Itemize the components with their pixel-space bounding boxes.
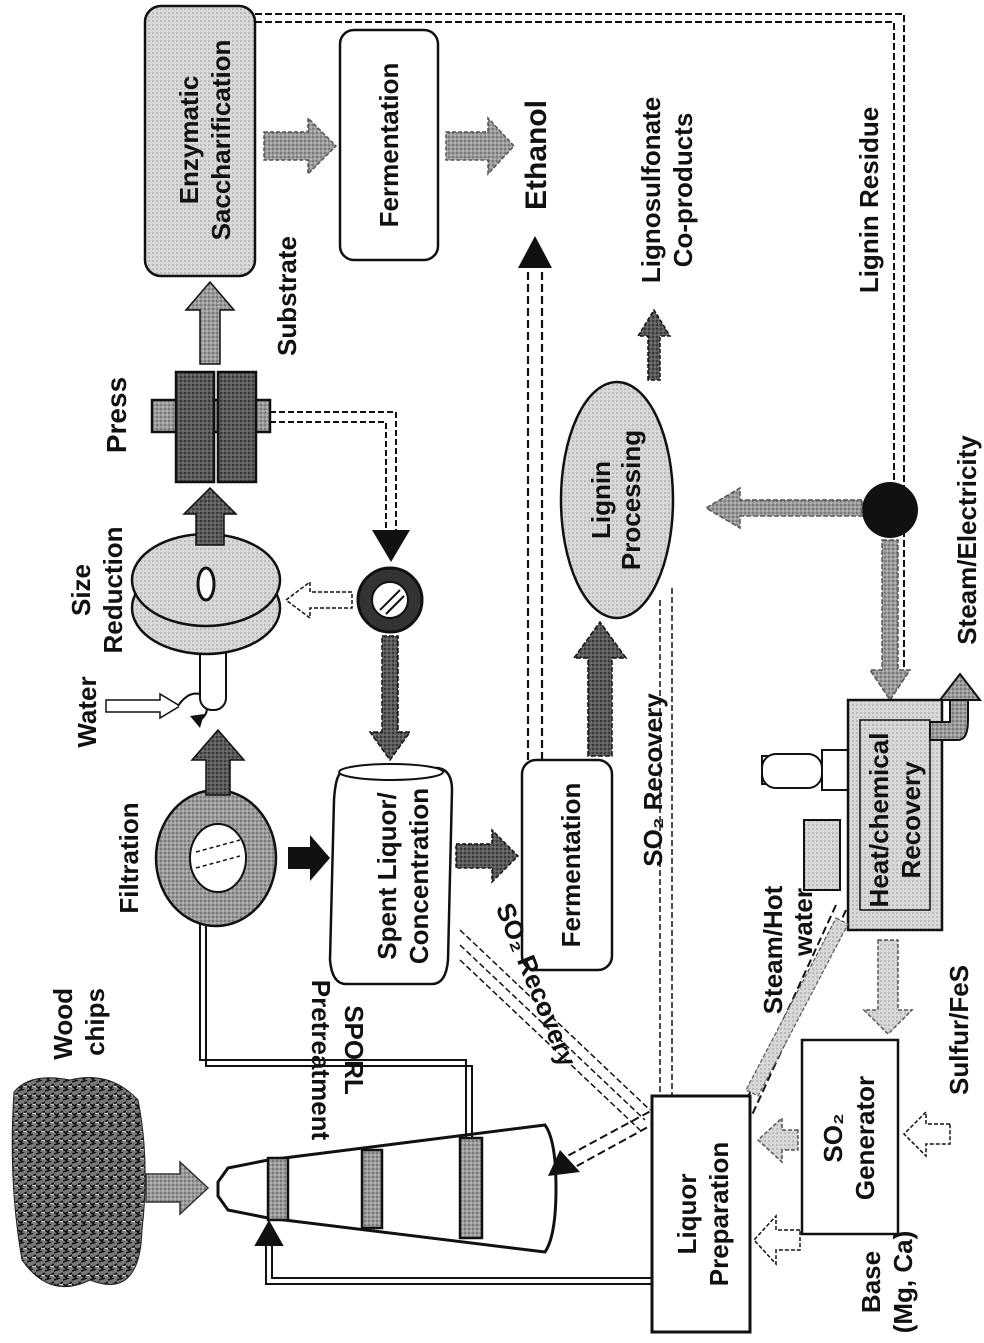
label-liquor: Liquor [672, 1174, 702, 1255]
label-lignin: Lignin [586, 461, 616, 539]
label-lignin-residue: Lignin Residue [854, 107, 884, 293]
so2-recovery-dashed-to-reactor [548, 1106, 668, 1176]
label-steam-hot: Steam/Hot [758, 885, 788, 1014]
label-so2: SO₂ [818, 1113, 848, 1162]
label-saccharification: Saccharification [206, 40, 236, 241]
label-enzymatic: Enzymatic [174, 76, 204, 205]
label-wood: Wood [48, 988, 78, 1060]
heat-to-sulfur-arrow [864, 940, 912, 1034]
lignin-to-coproducts-arrow [638, 310, 670, 380]
label-mg-ca: (Mg, Ca) [888, 1231, 918, 1334]
wood-chips-arrow [146, 1162, 208, 1214]
label-water: Water [72, 676, 102, 747]
label-processing: Processing [616, 430, 646, 570]
press-to-enzymatic-arrow [186, 282, 234, 364]
label-chips: chips [80, 988, 110, 1056]
label-size: Size [66, 564, 96, 616]
valve-to-refiner-arrow [286, 582, 352, 618]
label-fermentation-top: Fermentation [374, 63, 404, 228]
label-sulfur-fes: Sulfur/FeS [944, 965, 974, 1095]
ethanol-return-line [518, 236, 552, 760]
label-spent-liquor: Spent Liquor/ [372, 792, 402, 960]
label-fermentation-mid: Fermentation [556, 783, 586, 948]
label-pretreatment: Pretreatment [306, 980, 336, 1141]
label-substrate: Substrate [272, 236, 302, 356]
label-steam-electricity: Steam/Electricity [952, 435, 982, 645]
fermentation-to-lignin-arrow [574, 622, 626, 756]
spent-liquor-to-fermentation-arrow [456, 830, 518, 882]
label-so2-recovery-right: SO₂ Recovery [638, 693, 668, 867]
junction-to-lignin-arrow [706, 488, 862, 528]
generator-to-liquor-arrow [758, 1118, 798, 1162]
label-heat-chemical: Heat/chemical [864, 733, 894, 908]
label-sporl: SPORL [339, 1005, 369, 1095]
label-lignosulfonate: Lignosulfonate [636, 97, 666, 283]
lignin-junction-dot [862, 482, 918, 538]
label-ethanol: Ethanol [520, 100, 553, 210]
label-concentration: Concentration [404, 788, 434, 964]
press-unit [152, 372, 270, 482]
filtration-to-size-arrow [192, 730, 244, 795]
label-water2: water [788, 888, 818, 957]
recycle-screw-valve [358, 568, 422, 632]
base-input-arrow [754, 1216, 800, 1264]
label-recovery: Recovery [896, 761, 926, 879]
fermentation-to-ethanol-arrow [446, 118, 514, 174]
wood-chips-pile [12, 1078, 145, 1287]
label-reduction: Reduction [98, 526, 128, 653]
water-arrow [106, 694, 180, 718]
label-generator: Generator [850, 1076, 880, 1200]
sulfur-input-arrow [904, 1112, 950, 1156]
label-base: Base [856, 1251, 886, 1313]
filtration-unit [156, 790, 276, 926]
label-coproducts: Co-products [668, 113, 698, 268]
press-to-valve-line [270, 412, 410, 562]
size-reduction-refiner [132, 534, 280, 710]
label-press: Press [101, 377, 132, 453]
valve-to-spent-liquor-arrow [370, 636, 410, 760]
label-filtration: Filtration [114, 802, 144, 913]
label-preparation: Preparation [704, 1142, 734, 1287]
filtration-to-spent-liquor-arrow [288, 835, 330, 881]
enzymatic-to-fermentation-arrow [264, 118, 336, 174]
